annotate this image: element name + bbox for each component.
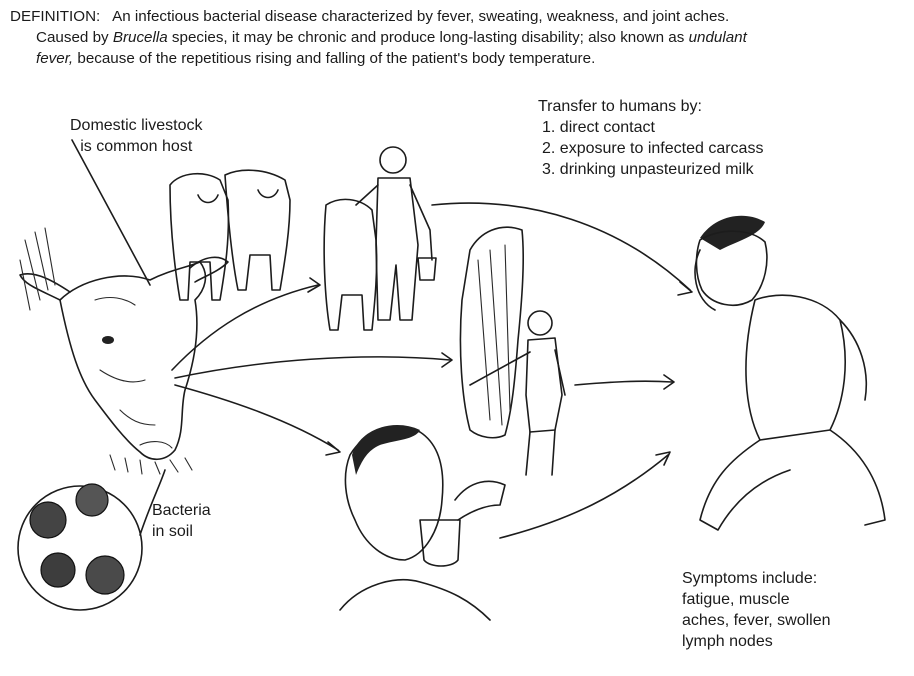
butcher-torso <box>526 338 562 432</box>
milk-pail <box>418 258 436 280</box>
carcass-hatching <box>478 245 510 425</box>
farmer-cow-body <box>324 199 377 330</box>
cattle-herd-illustration <box>170 170 290 300</box>
bacterium-3 <box>41 553 75 587</box>
livestock-label: Domestic livestock is common host <box>70 115 202 157</box>
arrow-to-butcher <box>175 357 450 378</box>
cow-neck-hatching <box>20 228 55 310</box>
transfer-item-2: 2. exposure to infected carcass <box>538 138 763 159</box>
symptoms-label: Symptoms include: fatigue, muscle aches,… <box>682 568 831 652</box>
sick-man-illustration <box>695 216 885 530</box>
transfer-list: Transfer to humans by: 1. direct contact… <box>538 96 763 180</box>
arrow-to-drinker <box>175 385 338 450</box>
transfer-item-3: 3. drinking unpasteurized milk <box>538 159 763 180</box>
cow-head-illustration <box>20 228 228 474</box>
butcher-head <box>528 311 552 335</box>
cow-eye <box>102 336 114 344</box>
farmer-overalls <box>376 178 418 320</box>
sick-man-legs <box>700 430 885 530</box>
farmer-head <box>380 147 406 173</box>
arrow-farmer-to-sick-head <box>678 282 692 295</box>
butcher-legs <box>526 430 555 475</box>
bacterium-2 <box>76 484 108 516</box>
butcher-arms <box>470 350 565 395</box>
arrow-drinker-to-sick <box>500 455 668 538</box>
butcher-with-carcass-illustration <box>460 227 565 475</box>
cow-face-details <box>95 298 155 425</box>
arrow-butcher-to-sick <box>575 381 672 385</box>
sick-man-torso <box>746 295 845 440</box>
farmer-arms <box>356 185 432 260</box>
livestock-pointer-line <box>72 140 150 285</box>
cow-ear-right <box>190 257 228 282</box>
man-drinking-milk-illustration <box>340 425 505 620</box>
bacteria-magnified-circle <box>18 470 165 610</box>
milk-cup <box>420 520 460 566</box>
transfer-title: Transfer to humans by: <box>538 96 763 117</box>
drinker-hand <box>455 481 505 520</box>
drinker-hair <box>352 425 420 475</box>
bacterium-1 <box>30 502 66 538</box>
hanging-carcass <box>460 227 523 438</box>
arrow-farmer-to-sick <box>432 203 690 290</box>
sick-man-hair <box>700 216 765 250</box>
cow-2-body <box>225 170 290 290</box>
bacterium-4 <box>86 556 124 594</box>
transfer-item-1: 1. direct contact <box>538 117 763 138</box>
farmer-with-cow-illustration <box>324 147 436 330</box>
cow-head-outline <box>60 262 205 459</box>
cow-1-body <box>170 174 228 300</box>
cow-faces <box>198 190 278 203</box>
drinker-shoulders <box>340 580 490 620</box>
bacteria-label: Bacteria in soil <box>152 500 211 542</box>
cow-nostril <box>140 442 172 448</box>
